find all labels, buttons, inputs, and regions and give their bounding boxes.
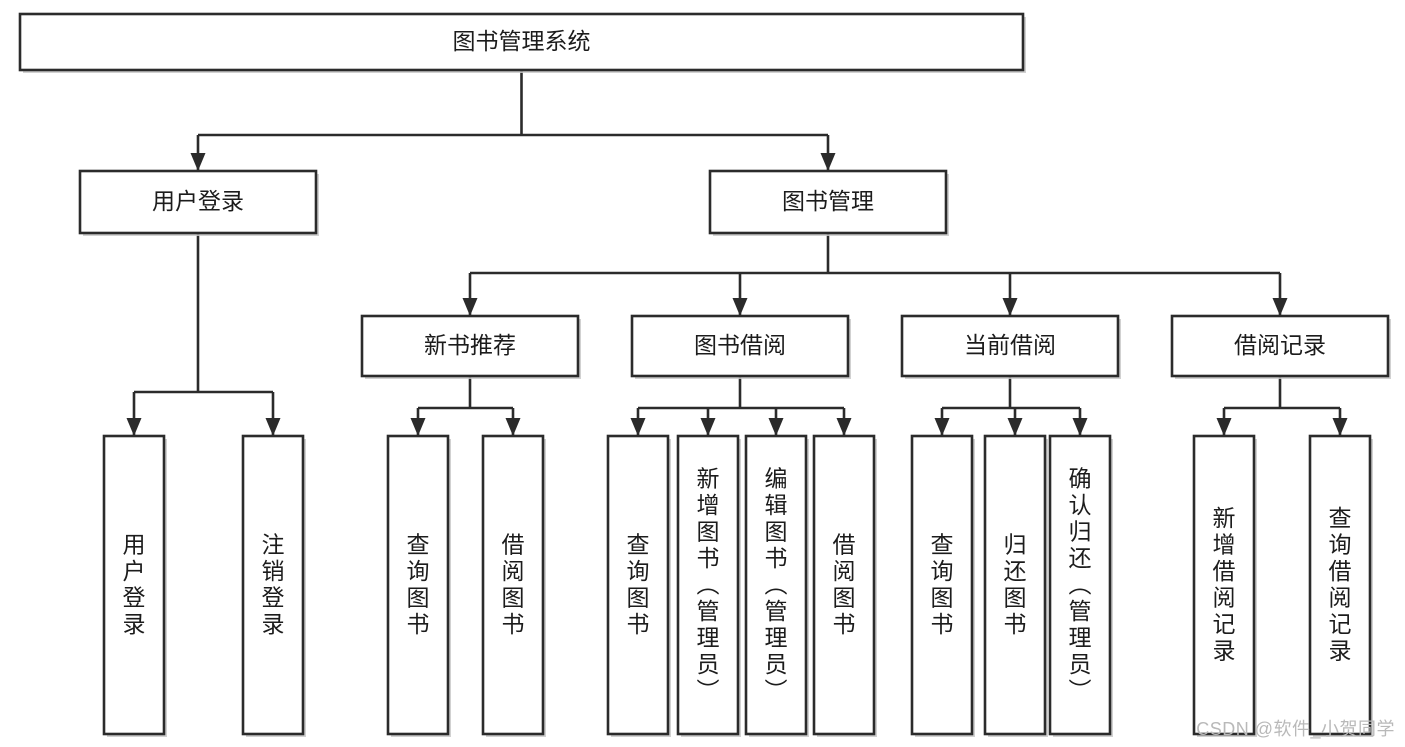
node-layer: 图书管理系统用户登录图书管理新书推荐图书借阅当前借阅借阅记录用户登录注销登录查询… (18, 12, 1391, 737)
node-label: 当前借阅 (964, 332, 1056, 358)
node-leaf-query-book-1[interactable]: 查询图书 (386, 434, 451, 737)
node-label: 用户登录 (123, 532, 146, 638)
node-leaf-edit-book[interactable]: 编辑图书︵管理员︶ (744, 434, 809, 737)
node-label: 查询图书 (407, 532, 430, 638)
node-book-borrow[interactable]: 图书借阅 (630, 314, 851, 379)
node-label: 注销登录 (262, 532, 285, 638)
connector-book-borrow-bus (630, 376, 852, 436)
node-label: 查询图书 (627, 532, 650, 638)
node-label: 借阅记录 (1234, 332, 1326, 358)
node-label: 编辑图书︵管理员︶ (765, 465, 788, 703)
node-label: 用户登录 (152, 188, 244, 214)
node-label: 图书管理系统 (453, 28, 591, 54)
connector-user-login-bus (126, 233, 281, 436)
node-leaf-query-record[interactable]: 查询借阅记录 (1308, 434, 1373, 737)
connector-layer (126, 70, 1348, 436)
node-leaf-query-book-2[interactable]: 查询图书 (606, 434, 671, 737)
node-leaf-return-book[interactable]: 归还图书 (983, 434, 1048, 737)
node-leaf-user-logout[interactable]: 注销登录 (241, 434, 306, 737)
node-root[interactable]: 图书管理系统 (18, 12, 1026, 73)
node-current-borrow[interactable]: 当前借阅 (900, 314, 1121, 379)
node-label: 归还图书 (1004, 532, 1027, 638)
node-leaf-borrow-book-2[interactable]: 借阅图书 (812, 434, 877, 737)
node-label: 新增借阅记录 (1213, 505, 1236, 664)
node-label: 新书推荐 (424, 332, 516, 358)
node-user-login[interactable]: 用户登录 (78, 169, 319, 236)
node-leaf-borrow-book-1[interactable]: 借阅图书 (481, 434, 546, 737)
node-book-manage[interactable]: 图书管理 (708, 169, 949, 236)
node-leaf-add-book[interactable]: 新增图书︵管理员︶ (676, 434, 741, 737)
node-leaf-user-login[interactable]: 用户登录 (102, 434, 167, 737)
node-label: 借阅图书 (502, 532, 525, 638)
node-leaf-query-book-3[interactable]: 查询图书 (910, 434, 975, 737)
node-label: 确认归还︵管理员︶ (1069, 465, 1092, 703)
connector-book-manage-bus (462, 233, 1288, 316)
node-borrow-record[interactable]: 借阅记录 (1170, 314, 1391, 379)
node-label: 图书借阅 (694, 332, 786, 358)
node-new-book-rec[interactable]: 新书推荐 (360, 314, 581, 379)
node-leaf-add-record[interactable]: 新增借阅记录 (1192, 434, 1257, 737)
node-label: 图书管理 (782, 188, 874, 214)
connector-borrow-record-bus (1216, 376, 1348, 436)
node-leaf-confirm-return[interactable]: 确认归还︵管理员︶ (1048, 434, 1113, 737)
node-label: 借阅图书 (833, 532, 856, 638)
node-label: 查询借阅记录 (1329, 505, 1352, 664)
connector-new-book-rec-bus (410, 376, 521, 436)
connector-root-bus (190, 70, 836, 171)
connector-current-borrow-bus (934, 376, 1088, 436)
node-label: 查询图书 (931, 532, 954, 638)
node-label: 新增图书︵管理员︶ (697, 465, 720, 703)
